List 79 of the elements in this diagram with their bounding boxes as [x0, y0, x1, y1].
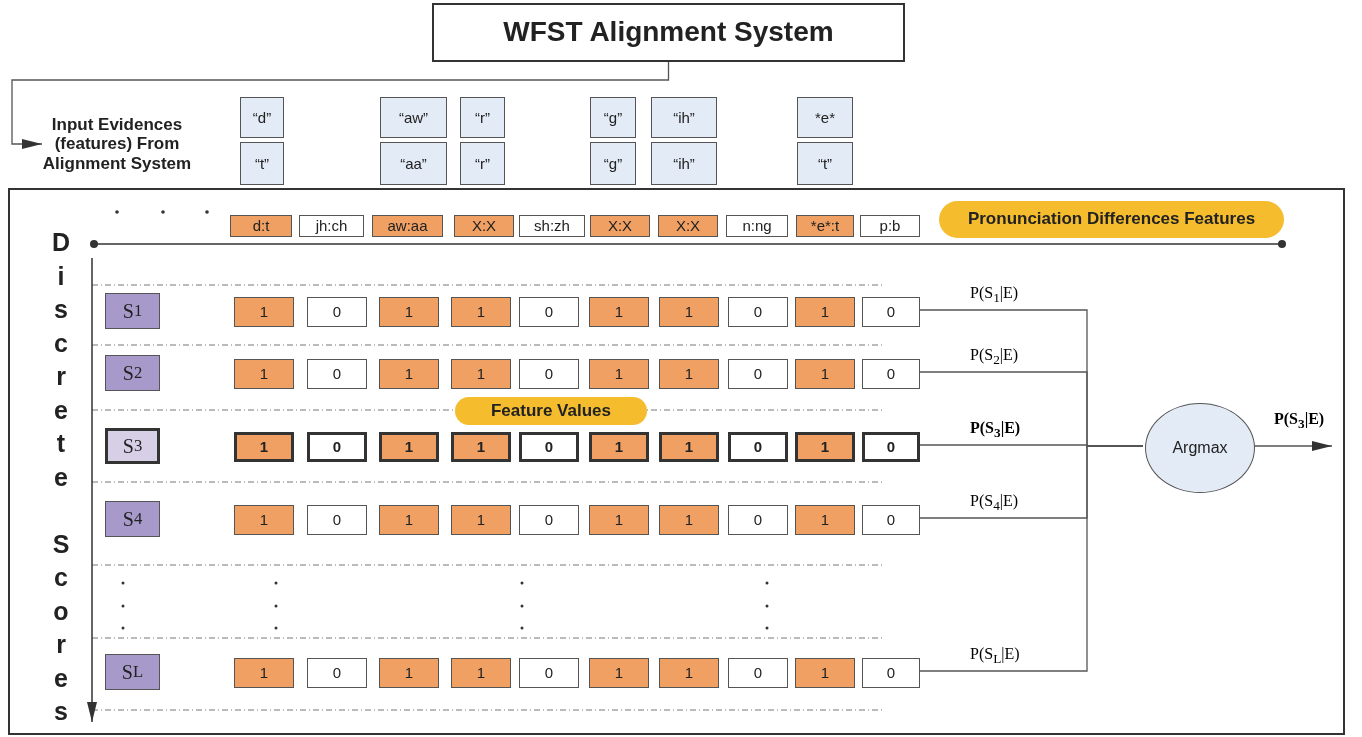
value-box: 1 [659, 658, 719, 688]
pill-label: Feature Values [455, 397, 647, 425]
value-box: 0 [519, 432, 579, 462]
value-box: 0 [307, 432, 367, 462]
arrow [11, 61, 670, 149]
value-box: 1 [795, 359, 855, 389]
feature-box: n:ng [726, 215, 788, 237]
value-box: 1 [659, 505, 719, 535]
feature-box: sh:zh [519, 215, 585, 237]
value-box: 1 [589, 297, 649, 327]
value-box: 1 [234, 297, 294, 327]
value-box: 1 [795, 505, 855, 535]
evidence-box: “t” [240, 142, 284, 185]
value-box: 0 [728, 297, 788, 327]
value-box: 1 [589, 432, 649, 462]
value-box: 0 [519, 658, 579, 688]
pill-label: Pronunciation Differences Features [939, 201, 1284, 238]
frame-box [8, 188, 1345, 735]
value-box: 0 [519, 297, 579, 327]
value-box: 0 [862, 658, 920, 688]
value-box: 1 [589, 359, 649, 389]
value-box: 0 [862, 505, 920, 535]
value-box: 0 [307, 505, 367, 535]
evidence-box: “g” [590, 142, 636, 185]
value-box: 1 [659, 432, 719, 462]
feature-box: jh:ch [299, 215, 364, 237]
value-box: 1 [451, 658, 511, 688]
evidence-box: “aw” [380, 97, 447, 138]
feature-box: X:X [658, 215, 718, 237]
value-box: 1 [379, 297, 439, 327]
value-box: 0 [307, 359, 367, 389]
evidence-box: “aa” [380, 142, 447, 185]
value-box: 0 [728, 359, 788, 389]
value-box: 1 [451, 432, 511, 462]
evidence-box: “r” [460, 142, 505, 185]
value-box: 1 [451, 505, 511, 535]
feature-box: d:t [230, 215, 292, 237]
feature-box: p:b [860, 215, 920, 237]
value-box: 0 [519, 359, 579, 389]
value-box: 0 [307, 658, 367, 688]
value-box: 0 [728, 432, 788, 462]
feature-box: *e*:t [796, 215, 854, 237]
evidence-box: *e* [797, 97, 853, 138]
input-label: Input Evidences (features) From Alignment System [42, 100, 192, 188]
value-box: 1 [234, 505, 294, 535]
value-box: 1 [379, 359, 439, 389]
evidence-box: “t” [797, 142, 853, 185]
value-box: 0 [862, 432, 920, 462]
value-box: 0 [728, 658, 788, 688]
argmax-ellipse: Argmax [1145, 403, 1255, 493]
feature-box: X:X [590, 215, 650, 237]
evidence-box: “g” [590, 97, 636, 138]
value-box: 1 [659, 297, 719, 327]
title-box: WFST Alignment System [432, 3, 905, 62]
value-box: 1 [379, 658, 439, 688]
value-box: 1 [379, 432, 439, 462]
evidence-box: “r” [460, 97, 505, 138]
evidence-box: “ih” [651, 97, 717, 138]
value-box: 0 [862, 297, 920, 327]
value-box: 1 [451, 297, 511, 327]
value-box: 0 [519, 505, 579, 535]
evidence-box: “d” [240, 97, 284, 138]
value-box: 0 [728, 505, 788, 535]
value-box: 0 [862, 359, 920, 389]
value-box: 0 [307, 297, 367, 327]
value-box: 1 [589, 505, 649, 535]
feature-box: X:X [454, 215, 514, 237]
value-box: 1 [379, 505, 439, 535]
value-box: 1 [795, 432, 855, 462]
evidence-box: “ih” [651, 142, 717, 185]
value-box: 1 [795, 658, 855, 688]
value-box: 1 [234, 658, 294, 688]
value-box: 1 [589, 658, 649, 688]
value-box: 1 [234, 432, 294, 462]
value-box: 1 [795, 297, 855, 327]
value-box: 1 [451, 359, 511, 389]
feature-box: aw:aa [372, 215, 443, 237]
value-box: 1 [659, 359, 719, 389]
value-box: 1 [234, 359, 294, 389]
